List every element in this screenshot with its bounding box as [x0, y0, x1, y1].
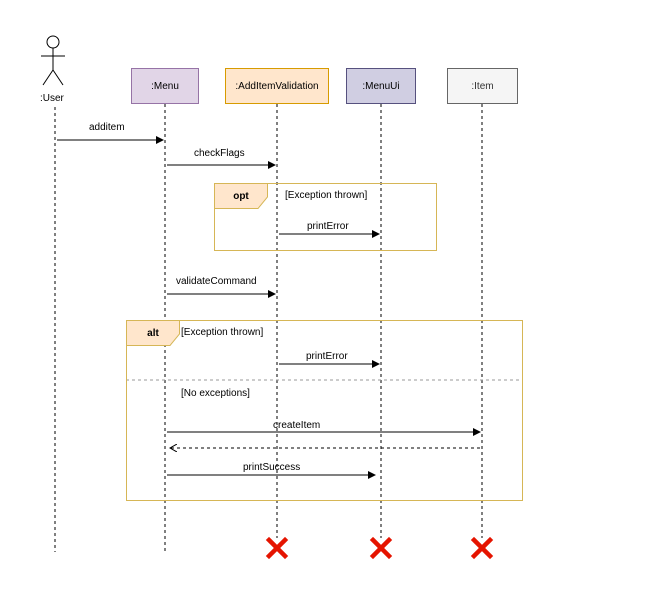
destroy-item-icon — [470, 536, 494, 560]
alt-guard-no-exception: [No exceptions] — [181, 388, 250, 399]
user-actor-icon — [41, 35, 65, 86]
msg-create-item: createItem — [273, 420, 321, 431]
msg-validate: validateCommand — [176, 276, 257, 287]
msg-print-error-1: printError — [307, 221, 349, 232]
alt-guard-exception: [Exception thrown] — [181, 327, 264, 338]
participant-menuui: :MenuUi — [346, 68, 416, 104]
msg-print-success: printSuccess — [243, 462, 301, 473]
alt-label: alt — [127, 321, 179, 345]
msg-additem: additem — [89, 122, 125, 133]
opt-guard: [Exception thrown] — [285, 190, 368, 201]
destroy-menuui-icon — [369, 536, 393, 560]
opt-fragment: opt — [214, 183, 437, 251]
opt-label: opt — [215, 184, 267, 208]
destroy-validation-icon — [265, 536, 289, 560]
participant-user: :User — [40, 93, 64, 104]
msg-print-error-2: printError — [306, 351, 348, 362]
alt-fragment: alt — [126, 320, 523, 501]
participant-validation: :AddItemValidation — [225, 68, 329, 104]
participant-menu: :Menu — [131, 68, 199, 104]
msg-checkflags: checkFlags — [194, 148, 245, 159]
participant-item: :Item — [447, 68, 518, 104]
